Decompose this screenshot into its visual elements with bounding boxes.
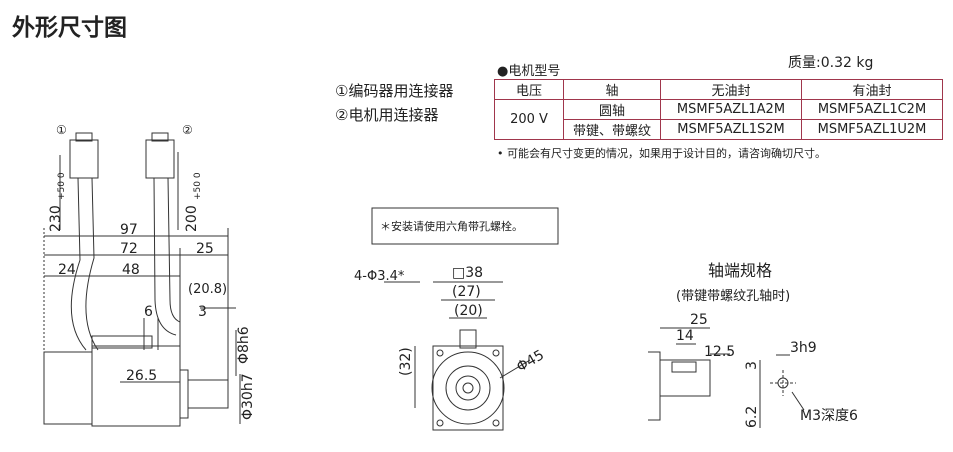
dim-20-8: (20.8) <box>188 282 227 297</box>
install-note: ＊安装请使用六角带孔螺栓。 <box>380 219 523 233</box>
dim-38: □38 <box>452 265 483 281</box>
shaft-dim-6-2: 6.2 <box>744 406 760 428</box>
dim-32: (32) <box>398 347 414 376</box>
dimension-note: • 可能会有尺寸变更的情况，如果用于设计目的，请咨询确切尺寸。 <box>497 147 826 160</box>
model-table: 电压 轴 无油封 有油封 200 V 圆轴 MSMF5AZL1A2M MSMF5… <box>494 79 943 140</box>
model-header: ●电机型号 <box>497 64 561 79</box>
side-view-drawing <box>43 132 241 427</box>
dim-20: (20) <box>454 303 483 319</box>
dim-phi-45: Φ45 <box>514 347 547 375</box>
cell-shaft-round: 圆轴 <box>563 99 661 120</box>
dim-48: 48 <box>122 262 140 278</box>
dim-phi-30h7: Φ30h7 <box>240 373 256 420</box>
shaft-end-title: 轴端规格 <box>708 261 772 280</box>
marker-2: ② <box>182 123 193 137</box>
legend-motor-connector: ②电机用连接器 <box>335 106 439 124</box>
header-with-seal: 有油封 <box>801 79 943 100</box>
dim-27: (27) <box>452 284 481 300</box>
dim-3: 3 <box>198 304 207 320</box>
marker-1: ① <box>56 123 67 137</box>
dim-26-5: 26.5 <box>126 368 157 384</box>
dim-phi-8h6: Φ8h6 <box>236 326 252 364</box>
shaft-dim-25: 25 <box>690 312 708 328</box>
shaft-end-subtitle: (带键带螺纹孔轴时) <box>676 289 790 304</box>
page-title: 外形尺寸图 <box>12 15 127 41</box>
cell-shaft-keyed: 带键、带螺纹 <box>563 119 661 140</box>
cell-voltage: 200 V <box>494 99 564 140</box>
dim-24: 24 <box>58 262 76 278</box>
dim-200: 200 <box>184 205 200 232</box>
header-voltage: 电压 <box>494 79 564 100</box>
shaft-dim-m3: M3深度6 <box>800 408 858 424</box>
shaft-dim-14: 14 <box>676 328 694 344</box>
tol-200: +50 0 <box>193 172 203 200</box>
cell-model: MSMF5AZL1C2M <box>801 99 943 120</box>
dim-25: 25 <box>196 241 214 257</box>
front-view-drawing <box>371 207 559 431</box>
dim-97: 97 <box>120 222 138 238</box>
cell-model: MSMF5AZL1U2M <box>801 119 943 140</box>
mass-label: 质量:0.32 kg <box>788 55 874 71</box>
legend-encoder-connector: ①编码器用连接器 <box>335 82 454 100</box>
hole-label: 4-Φ3.4* <box>354 269 405 284</box>
dim-72: 72 <box>120 241 138 257</box>
shaft-end-drawing <box>648 327 805 428</box>
header-shaft: 轴 <box>563 79 661 100</box>
tol-230: +50 0 <box>57 172 67 200</box>
dim-6: 6 <box>144 304 153 320</box>
shaft-dim-3: 3 <box>744 361 760 370</box>
shaft-dim-12-5: 12.5 <box>704 344 735 360</box>
shaft-dim-3h9: 3h9 <box>790 340 817 356</box>
dim-230: 230 <box>48 205 64 232</box>
